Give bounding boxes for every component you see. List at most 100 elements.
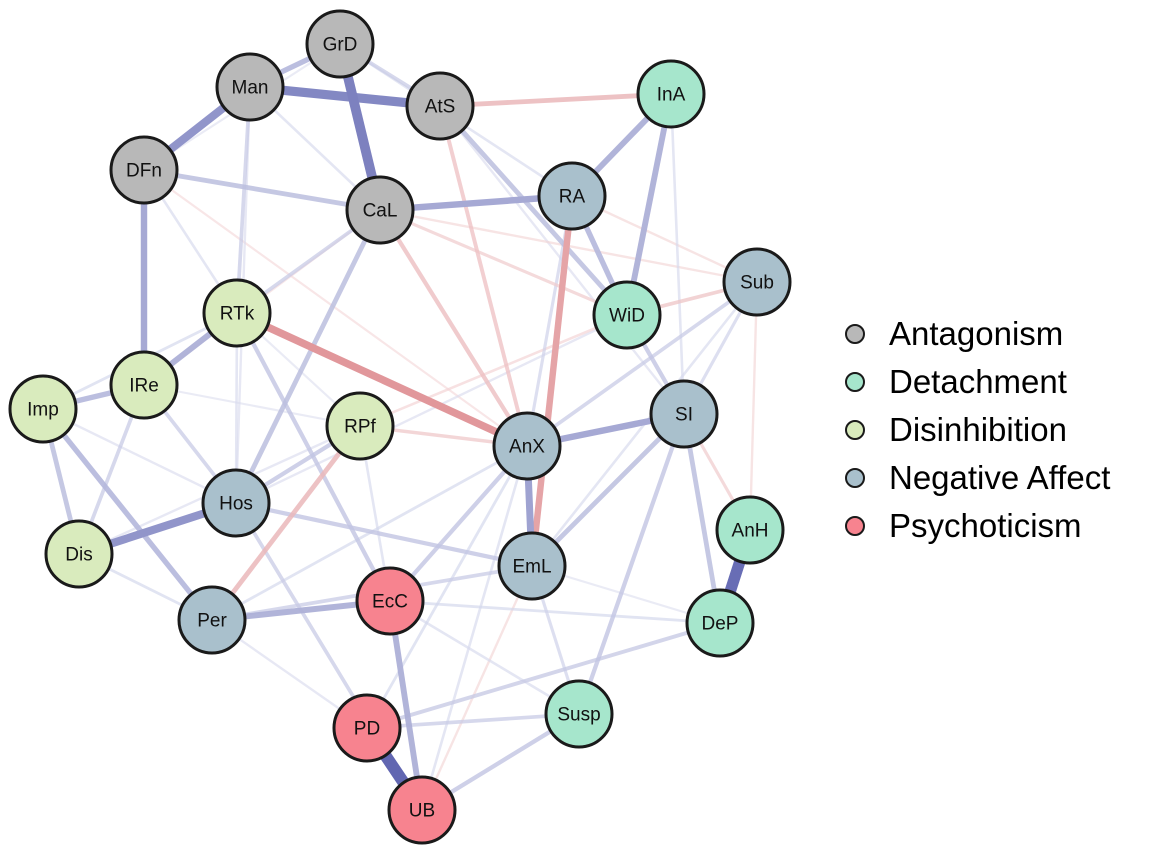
node-label: SI bbox=[675, 405, 693, 426]
edge-pd-dep bbox=[366, 621, 721, 730]
edge-rtk-anx bbox=[235, 309, 529, 450]
node-wid: WiD bbox=[592, 280, 662, 350]
node-label: EmL bbox=[512, 557, 551, 578]
node-anh: AnH bbox=[715, 495, 785, 565]
node-dep: DeP bbox=[685, 588, 755, 658]
legend-swatch-icon bbox=[845, 516, 865, 536]
node-circle bbox=[685, 588, 755, 658]
edge-ire-rpf bbox=[143, 383, 361, 428]
legend-label: Disinhibition bbox=[889, 411, 1067, 448]
node-sub: Sub bbox=[722, 247, 792, 317]
edge-ecc-ub bbox=[387, 600, 425, 811]
node-imp: Imp bbox=[8, 374, 78, 444]
node-per: Per bbox=[177, 585, 247, 655]
node-label: AtS bbox=[425, 97, 456, 118]
node-label: InA bbox=[657, 85, 686, 106]
node-circle bbox=[109, 135, 179, 205]
node-label: Dis bbox=[65, 545, 92, 566]
legend-label: Negative Affect bbox=[889, 459, 1111, 496]
node-ina: InA bbox=[636, 59, 706, 129]
legend-label: Antagonism bbox=[889, 315, 1064, 352]
node-circle bbox=[44, 519, 114, 589]
edge-si-dep bbox=[681, 413, 723, 624]
node-circle bbox=[592, 280, 662, 350]
node-ra: RA bbox=[537, 161, 607, 231]
edge-ats-anx bbox=[438, 105, 529, 447]
edge-cal-hos bbox=[233, 208, 383, 505]
node-circle bbox=[387, 775, 457, 845]
node-label: IRe bbox=[129, 376, 159, 397]
node-man: Man bbox=[215, 52, 285, 122]
node-circle bbox=[345, 175, 415, 245]
legend-item-psychoticism: Psychoticism bbox=[845, 502, 1161, 550]
legend-swatch-icon bbox=[845, 468, 865, 488]
node-label: RTk bbox=[220, 304, 255, 325]
node-circle bbox=[544, 679, 614, 749]
node-circle bbox=[722, 247, 792, 317]
node-label: RA bbox=[559, 187, 586, 208]
node-label: Imp bbox=[27, 400, 59, 421]
node-hos: Hos bbox=[201, 468, 271, 538]
edge-ats-ina bbox=[439, 91, 672, 109]
node-label: DeP bbox=[702, 614, 739, 635]
node-susp: Susp bbox=[544, 679, 614, 749]
node-cal: CaL bbox=[345, 175, 415, 245]
node-label: Per bbox=[197, 611, 227, 632]
legend-label: Psychoticism bbox=[889, 507, 1082, 544]
node-label: Man bbox=[232, 78, 269, 99]
node-label: AnX bbox=[509, 437, 545, 458]
node-eml: EmL bbox=[497, 531, 567, 601]
node-ire: IRe bbox=[109, 350, 179, 420]
legend: Antagonism Detachment Disinhibition Nega… bbox=[845, 310, 1161, 550]
edge-ra-eml bbox=[528, 195, 576, 567]
node-circle bbox=[332, 693, 402, 763]
node-circle bbox=[201, 468, 271, 538]
node-anx: AnX bbox=[492, 411, 562, 481]
node-circle bbox=[109, 350, 179, 420]
node-label: PD bbox=[354, 719, 380, 740]
node-label: Sub bbox=[740, 273, 774, 294]
edge-ina-si bbox=[669, 93, 686, 415]
node-circle bbox=[325, 391, 395, 461]
edge-ina-wid bbox=[624, 93, 674, 316]
node-label: UB bbox=[409, 801, 435, 822]
node-label: WiD bbox=[609, 306, 645, 327]
edge-dfn-anx bbox=[143, 169, 528, 447]
edge-pd-anx bbox=[365, 445, 529, 729]
legend-item-antagonism: Antagonism bbox=[845, 310, 1161, 358]
edge-cal-anx bbox=[378, 208, 529, 448]
node-dfn: DFn bbox=[109, 135, 179, 205]
node-circle bbox=[202, 278, 272, 348]
edge-dep-ecc bbox=[389, 599, 721, 625]
node-circle bbox=[177, 585, 247, 655]
edge-ats-wid bbox=[438, 104, 629, 317]
edge-sub-anx bbox=[525, 280, 759, 448]
legend-swatch-icon bbox=[845, 324, 865, 344]
edge-dfn-cal bbox=[143, 167, 381, 213]
edge-man-rtk bbox=[235, 86, 252, 314]
legend-item-detachment: Detachment bbox=[845, 358, 1161, 406]
node-label: Hos bbox=[219, 494, 253, 515]
node-rpf: RPf bbox=[325, 391, 395, 461]
node-circle bbox=[305, 9, 375, 79]
edge-rpf-per bbox=[210, 424, 362, 622]
node-circle bbox=[405, 71, 475, 141]
node-label: DFn bbox=[126, 161, 162, 182]
node-label: RPf bbox=[344, 417, 376, 438]
edge-hos-eml bbox=[235, 500, 533, 569]
node-layer: GrDManAtSDFnCaLInAWiDAnHDePSuspRTkIReImp… bbox=[8, 9, 792, 845]
edge-si-susp bbox=[576, 413, 687, 715]
legend-label: Detachment bbox=[889, 363, 1067, 400]
node-ats: AtS bbox=[405, 71, 475, 141]
node-rtk: RTk bbox=[202, 278, 272, 348]
node-circle bbox=[492, 411, 562, 481]
node-circle bbox=[355, 566, 425, 636]
legend-item-negative-affect: Negative Affect bbox=[845, 454, 1161, 502]
node-circle bbox=[649, 379, 719, 449]
node-circle bbox=[537, 161, 607, 231]
legend-swatch-icon bbox=[845, 420, 865, 440]
node-label: Susp bbox=[557, 705, 600, 726]
node-dis: Dis bbox=[44, 519, 114, 589]
edge-si-eml bbox=[530, 412, 686, 568]
